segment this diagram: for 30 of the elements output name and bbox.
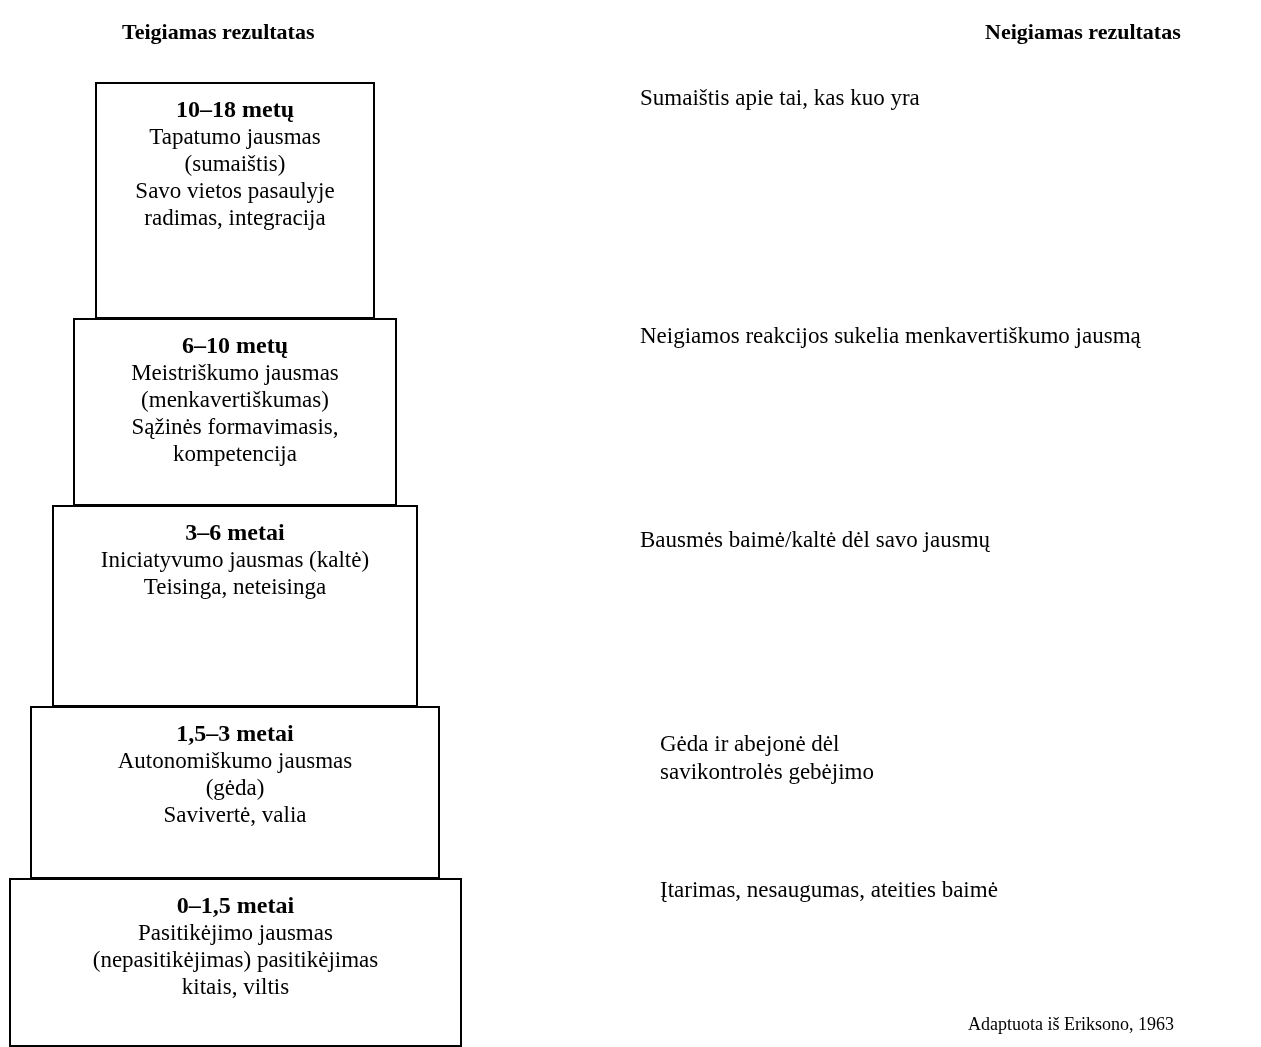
stage-text: Meistriškumo jausmas — [131, 359, 339, 386]
stage-text: (gėda) — [205, 774, 265, 801]
stage-text: (sumaištis) — [184, 150, 286, 177]
source-note: Adaptuota iš Eriksono, 1963 — [968, 1013, 1174, 1036]
negative-outcome: Neigiamos reakcijos sukelia menkavertiškumo jausmą — [640, 322, 1142, 350]
negative-outcome: Gėda ir abejonė dėl savikontrolės gebėjimo — [660, 730, 875, 786]
stage-text: Savo vietos pasaulyje radimas, integracija — [134, 177, 336, 231]
negative-outcome: Bausmės baimė/kaltė dėl savo jausmų — [640, 526, 991, 554]
stage-box — [73, 318, 397, 506]
column-header: Teigiamas rezultatas — [122, 18, 315, 46]
stage-age: 0–1,5 metai — [176, 892, 295, 919]
stage-box — [30, 706, 440, 879]
stage-text: Tapatumo jausmas — [149, 123, 321, 150]
stage-text: Savivertė, valia — [163, 801, 307, 828]
stage-box — [9, 878, 462, 1047]
stage-text: (menkavertiškumas) — [141, 386, 329, 413]
stage-text: Pasitikėjimo jausmas — [138, 919, 333, 946]
stage-age: 6–10 metų — [182, 332, 288, 359]
negative-outcome: Įtarimas, nesaugumas, ateities baimė — [660, 876, 998, 904]
stage-age: 3–6 metai — [185, 519, 285, 546]
stage-text: (nepasitikėjimas) pasitikėjimas kitais, viltis — [91, 946, 380, 1000]
negative-outcome: Sumaištis apie tai, kas kuo yra — [640, 84, 920, 112]
stage-age: 10–18 metų — [176, 96, 294, 123]
stage-box — [52, 505, 418, 707]
stage-text: Autonomiškumo jausmas — [117, 747, 353, 774]
column-header: Neigiamas rezultatas — [985, 18, 1181, 46]
stage-age: 1,5–3 metai — [176, 720, 294, 747]
stage-box — [95, 82, 375, 319]
stage-text: Iniciatyvumo jausmas (kaltė) Teisinga, neteisinga — [99, 546, 371, 600]
stage-text: Sąžinės formavimasis, kompetencija — [130, 413, 340, 467]
